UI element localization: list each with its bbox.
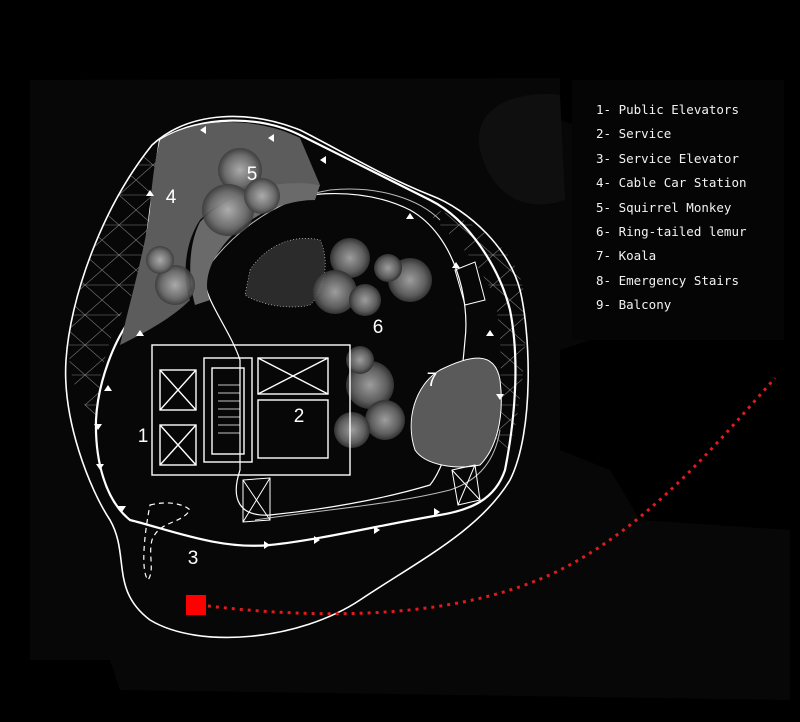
stairs-icon xyxy=(218,384,240,434)
legend-item: 8- Emergency Stairs xyxy=(596,272,739,288)
core-building xyxy=(151,344,351,476)
legend-item: 2- Service xyxy=(596,126,672,142)
habitat-mesh-right xyxy=(420,205,526,450)
legend-item: 6- Ring-tailed lemur xyxy=(596,223,747,239)
path-arrow-icon xyxy=(94,126,504,549)
cable-station-marker xyxy=(186,595,206,615)
legend-panel: 1- Public Elevators 2- Service 3- Servic… xyxy=(572,80,784,340)
walkway-mid xyxy=(189,188,441,296)
habitat-mesh-left xyxy=(69,150,167,420)
walkway-outer xyxy=(94,119,517,547)
service-path xyxy=(143,502,191,582)
zone-label-1: 1 xyxy=(138,426,149,447)
zone-6-speckle xyxy=(244,238,326,308)
legend-list: 1- Public Elevators 2- Service 3- Servic… xyxy=(572,80,784,318)
legend-item: 7- Koala xyxy=(596,248,657,264)
legend-item: 9- Balcony xyxy=(596,297,672,313)
zone-label-3: 3 xyxy=(188,548,199,569)
tree-canopy-icon xyxy=(146,148,432,448)
cable-route xyxy=(199,377,777,616)
walkway-mid-2 xyxy=(254,429,501,521)
balcony-bridges xyxy=(242,261,486,523)
ghost-shape-top xyxy=(478,93,565,205)
legend-item: 4- Cable Car Station xyxy=(596,175,747,191)
legend-item: 3- Service Elevator xyxy=(596,150,739,166)
outer-envelope xyxy=(64,115,529,639)
zone-label-7: 7 xyxy=(427,370,438,391)
zone-label-2: 2 xyxy=(294,406,305,427)
zone-label-6: 6 xyxy=(373,317,384,338)
legend-item: 1- Public Elevators xyxy=(596,102,739,117)
walkway-inner xyxy=(204,193,467,516)
zone-7-area xyxy=(410,357,502,468)
legend-item: 5- Squirrel Monkey xyxy=(596,199,732,215)
zone-label-4: 4 xyxy=(166,187,177,208)
zone-label-5: 5 xyxy=(247,164,258,185)
